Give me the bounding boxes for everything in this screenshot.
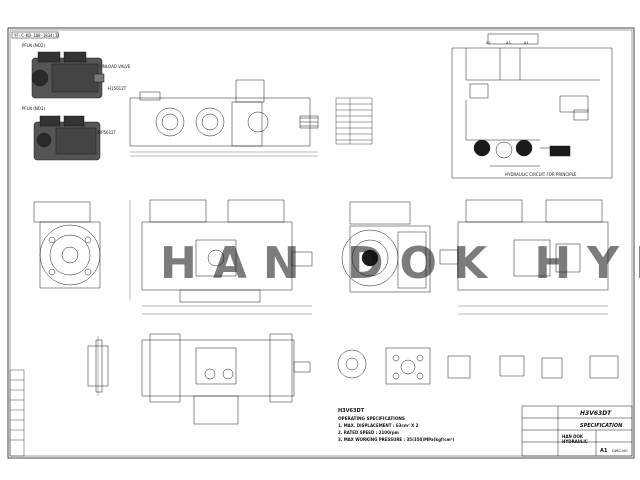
revision-code: DWG-NO xyxy=(612,449,628,453)
port-details xyxy=(447,355,619,379)
spec-line-2: 2. RATED SPEED : 2100rpm xyxy=(338,430,399,435)
port-label-a1: A1 xyxy=(524,41,529,45)
port-table xyxy=(335,97,373,145)
flange-details xyxy=(337,347,431,385)
pump-side-view xyxy=(129,199,313,315)
revision-strip xyxy=(9,369,25,457)
front-flange-view xyxy=(33,201,101,289)
watermark: HAN DOK HYD xyxy=(160,238,640,289)
spec-model: H3V63DT xyxy=(338,408,365,414)
hydraulic-caption: HYDRAULIC CIRCUIT FOR PRINCIPLE xyxy=(505,172,577,177)
code-box xyxy=(11,31,59,39)
spec-line-3: 3. MAX WORKING PRESSURE : 35(350)MPa(kgf… xyxy=(338,437,454,442)
pump-top-view xyxy=(129,79,319,157)
iso-top-label: PFLN (NO2) xyxy=(22,43,45,48)
rear-flange-view xyxy=(341,201,431,293)
model-1-label: H15612T xyxy=(108,86,127,91)
port-label-a3: A3 xyxy=(506,41,511,45)
pump-bottom-view xyxy=(141,333,311,425)
spec-heading: OPERATING SPECIFICATIONS xyxy=(338,416,405,421)
iso-mid-label: PFLN (NO1) xyxy=(22,106,45,111)
spec-line-1: 1. MAX. DISPLACEMENT : 63cm³ X 2 xyxy=(338,423,419,428)
company-name-1: HAN DOK xyxy=(562,434,584,439)
pump-right-view xyxy=(439,199,609,315)
port-label-a2: A2 xyxy=(486,41,491,45)
sheet-border xyxy=(7,27,635,459)
hydraulic-circuit xyxy=(451,33,613,179)
top-left-code: YF-C-KD-108-1834(I) xyxy=(14,33,60,38)
sheet-size: A1 xyxy=(600,448,608,454)
title-spec: SPECIFICATION xyxy=(580,423,623,429)
title-block xyxy=(521,405,633,457)
model-2-label: DP5612T xyxy=(98,130,117,135)
sheet-inner-border xyxy=(9,29,633,457)
iso-pump-top xyxy=(31,51,105,99)
company-name-2: HYDRAULIC xyxy=(562,439,588,444)
bottom-left-detail xyxy=(87,336,109,396)
iso-pump-mid xyxy=(33,115,101,161)
title-drawing-no: H3V63DT xyxy=(580,410,612,417)
unload-valve-label: UNLOAD VALVE xyxy=(100,64,131,69)
